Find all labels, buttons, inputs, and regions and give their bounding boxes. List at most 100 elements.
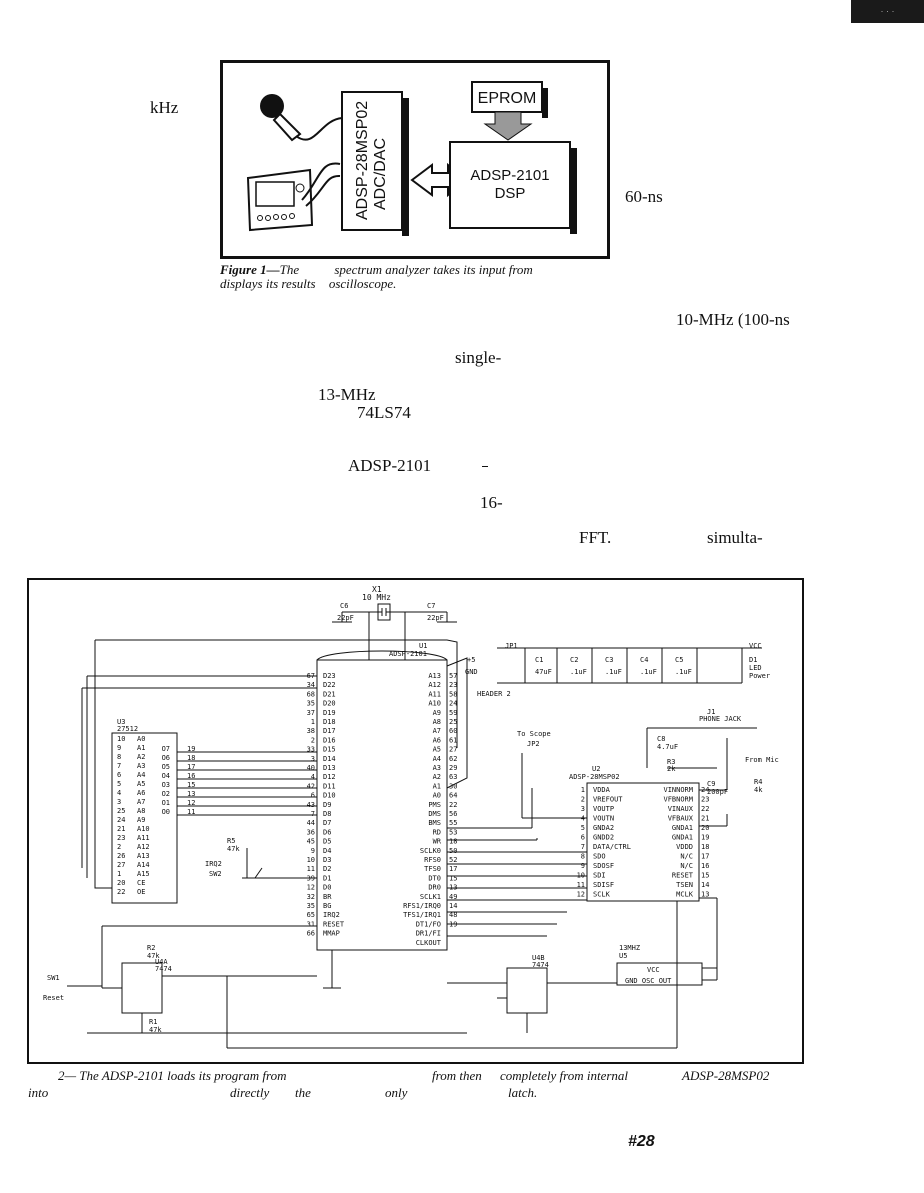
plus5-label: +5 [467,656,475,664]
figure-2-caption-c: completely from internal [500,1068,629,1083]
u2-part: ADSP-28MSP02 [569,773,620,781]
u1-right-pin-number: 61 [449,736,457,744]
u2-left-pin: SDI [593,872,606,880]
u3-left-pin: A11 [137,834,150,842]
schematic-svg: X1 10 MHz C6 22pF C7 22pF U1 ADSP-2101 U… [27,578,804,1064]
u2-right-pin-number: 24 [701,786,709,794]
u1-right-pin: RFS0 [424,856,441,864]
cap-value: 47uF [535,668,552,676]
u1-left-pin-number: 35 [307,902,315,910]
r4-value: 4k [754,786,763,794]
u3-left-pin-number: 5 [117,780,121,788]
u1-left-pin-number: 45 [307,838,315,846]
r3-value: 2k [667,765,676,773]
u3-right-pin-number: 19 [187,745,195,753]
text-13mhz: 13-MHz [318,385,376,404]
u1-left-pin-number: 36 [307,828,315,836]
jp1-label: JP1 [505,642,518,650]
u1-left-pin: D18 [323,718,336,726]
u1-right-pin-number: 52 [449,856,457,864]
u2-left-pin-number: 6 [581,834,585,842]
x1-value: 10 MHz [362,593,391,602]
u3-left-pin: A9 [137,816,145,824]
u2-left-pin: SDISF [593,881,614,889]
text-10mhz: 10-MHz (100-ns [676,310,790,329]
u1-right-pin-number: 30 [449,782,457,790]
u1-label: U1 [419,642,427,650]
u2-right-pin: N/C [680,853,693,861]
u3-left-pin-number: 27 [117,861,125,869]
microphone-icon [260,94,343,142]
u1-left-pin-number: 2 [311,736,315,744]
r1-label: R1 [149,1018,157,1026]
figure-1: ADSP-28MSP02 ADC/DAC EPROM ADSP-2101 DSP [220,60,610,260]
u1-right-pin: TFS0 [424,865,441,873]
u1-right-pin: DR0 [428,884,441,892]
r5-value: 47k [227,845,240,853]
u1-right-pin: A3 [433,764,441,772]
u3-left-pin: A1 [137,744,145,752]
u1-left-pin-number: 42 [307,782,315,790]
u2-left-pin-number: 9 [581,862,585,870]
u1-left-pin: D3 [323,856,331,864]
u1-right-pin: TFS1/IRQ1 [403,911,441,919]
u1-right-pin: A12 [428,681,441,689]
u2-left-pin-number: 3 [581,805,585,813]
u2-left-pins: VDDA1VREFOUT2VOUTP3VOUTN4GNDA25GNDD26DAT… [577,786,631,899]
u1-left-pin: D23 [323,672,336,680]
u3-left-pin: A4 [137,771,145,779]
x1-label: X1 [372,585,382,594]
r2-label: R2 [147,944,155,952]
u1-right-pin-number: 14 [449,902,457,910]
sw1-label: SW1 [47,974,60,982]
u1-right-pin: A5 [433,746,441,754]
power-label: Power [749,672,770,680]
figure-1-caption: Figure 1—The spectrum analyzer takes its… [220,262,533,278]
u3-left-pin: A2 [137,753,145,761]
u3-left-pin-number: 7 [117,762,121,770]
cap-label: C2 [570,656,578,664]
u3-left-pin: A7 [137,798,145,806]
u1-right-pin-number: 27 [449,746,457,754]
u1-right-pin: DT0 [428,874,441,882]
r4-label: R4 [754,778,762,786]
u1-right-pin: A11 [428,690,441,698]
u2-left-pin: SDO [593,853,606,861]
u1-right-pin: RFS1/IRQ0 [403,902,441,910]
u3-left-pin: A6 [137,789,145,797]
to-scope-label: To Scope [517,730,551,738]
u3-right-pin-number: 12 [187,799,195,807]
u3-left-pin: OE [137,888,145,896]
u3-left-pin-number: 24 [117,816,125,824]
u3-left-pin: A0 [137,735,145,743]
u1-left-pin-number: 66 [307,930,315,938]
from-mic-label: From Mic [745,756,779,764]
c8-value: 4.7uF [657,743,678,751]
figure-1-caption-a: The [279,262,300,277]
u1-left-pin: D17 [323,727,336,735]
figure-2-caption-b: from then [432,1068,482,1083]
r1-value: 47k [149,1026,162,1034]
u4a-part: 7474 [155,965,172,973]
text-simulta: simulta- [707,528,763,547]
text-16: 16- [480,493,503,512]
u1-right-pin-number: 59 [449,709,457,717]
down-arrow-icon [483,111,533,141]
u1-left-pin: D0 [323,884,331,892]
u3-left-pin-number: 9 [117,744,121,752]
u1-left-pin: BR [323,893,332,901]
u1-left-pin-number: 4 [311,773,315,781]
u2-left-pin: VDDA [593,786,611,794]
u2-left-pin-number: 1 [581,786,585,794]
u1-left-pin: D1 [323,874,331,882]
figure-2-caption-a: 2— The ADSP-2101 loads its program from [58,1068,287,1083]
u1-left-pin-number: 10 [307,856,315,864]
u3-right-pin: O0 [162,808,170,816]
phone-jack-label: PHONE JACK [699,715,742,723]
u1-right-pin: A13 [428,672,441,680]
u2-left-pin-number: 2 [581,796,585,804]
u1-left-pin-number: 37 [307,709,315,717]
u3-left-pin-number: 25 [117,807,125,815]
